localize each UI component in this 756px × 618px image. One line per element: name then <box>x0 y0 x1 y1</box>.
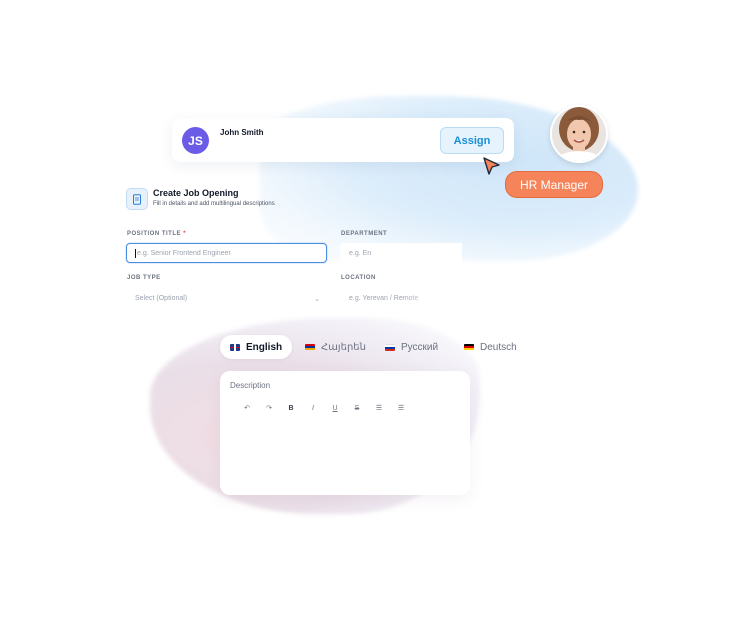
editor-toolbar: ↶ ↷ B I U S ☰ ☰ <box>236 401 412 415</box>
assignee-name: John Smith <box>220 128 264 137</box>
hr-manager-badge: HR Manager <box>505 171 604 198</box>
position-title-input[interactable]: e.g. Senior Frontend Engineer <box>126 243 327 263</box>
strikethrough-icon[interactable]: S <box>354 404 360 412</box>
italic-icon[interactable]: I <box>312 404 314 412</box>
armenia-flag-icon <box>305 343 315 351</box>
redo-icon[interactable]: ↷ <box>266 405 272 412</box>
tab-english[interactable]: English <box>220 335 293 359</box>
ordered-list-icon[interactable]: ☰ <box>397 405 405 412</box>
russia-flag-icon <box>385 343 395 351</box>
germany-flag-icon <box>464 343 474 351</box>
location-label: LOCATION <box>341 275 376 281</box>
uk-flag-icon <box>230 343 240 351</box>
form-title: Create Job Opening <box>153 188 239 198</box>
undo-icon[interactable]: ↶ <box>244 405 250 412</box>
fade-overlay <box>372 243 462 263</box>
bullet-list-icon[interactable]: ☰ <box>375 405 383 412</box>
description-label: Description <box>230 381 271 390</box>
position-title-label: POSITION TITLE * <box>127 231 187 237</box>
fade-overlay <box>185 288 215 308</box>
hr-manager-avatar <box>550 105 608 163</box>
avatar: JS <box>182 127 209 154</box>
chevron-down-icon: ⌄ <box>314 296 320 303</box>
fade-overlay <box>400 288 462 308</box>
job-type-label: JOB TYPE <box>127 275 161 281</box>
assign-button[interactable]: Assign <box>440 127 504 154</box>
document-icon <box>126 188 148 210</box>
tab-russian[interactable]: Русский <box>385 335 438 359</box>
form-subtitle: Fill in details and add multilingual des… <box>153 201 275 207</box>
department-label: DEPARTMENT <box>341 231 388 237</box>
tab-german[interactable]: Deutsch <box>464 335 517 359</box>
cursor-pointer-icon <box>483 157 500 175</box>
description-editor[interactable]: Description ↶ ↷ B I U S ☰ ☰ <box>220 371 470 495</box>
underline-icon[interactable]: U <box>332 404 338 412</box>
assign-card: JS John Smith Assign <box>172 118 514 162</box>
job-type-select[interactable]: Select (Optional) ⌄ <box>126 288 327 308</box>
tab-armenian[interactable]: Հայերեն <box>305 335 366 359</box>
bold-icon[interactable]: B <box>288 404 294 412</box>
